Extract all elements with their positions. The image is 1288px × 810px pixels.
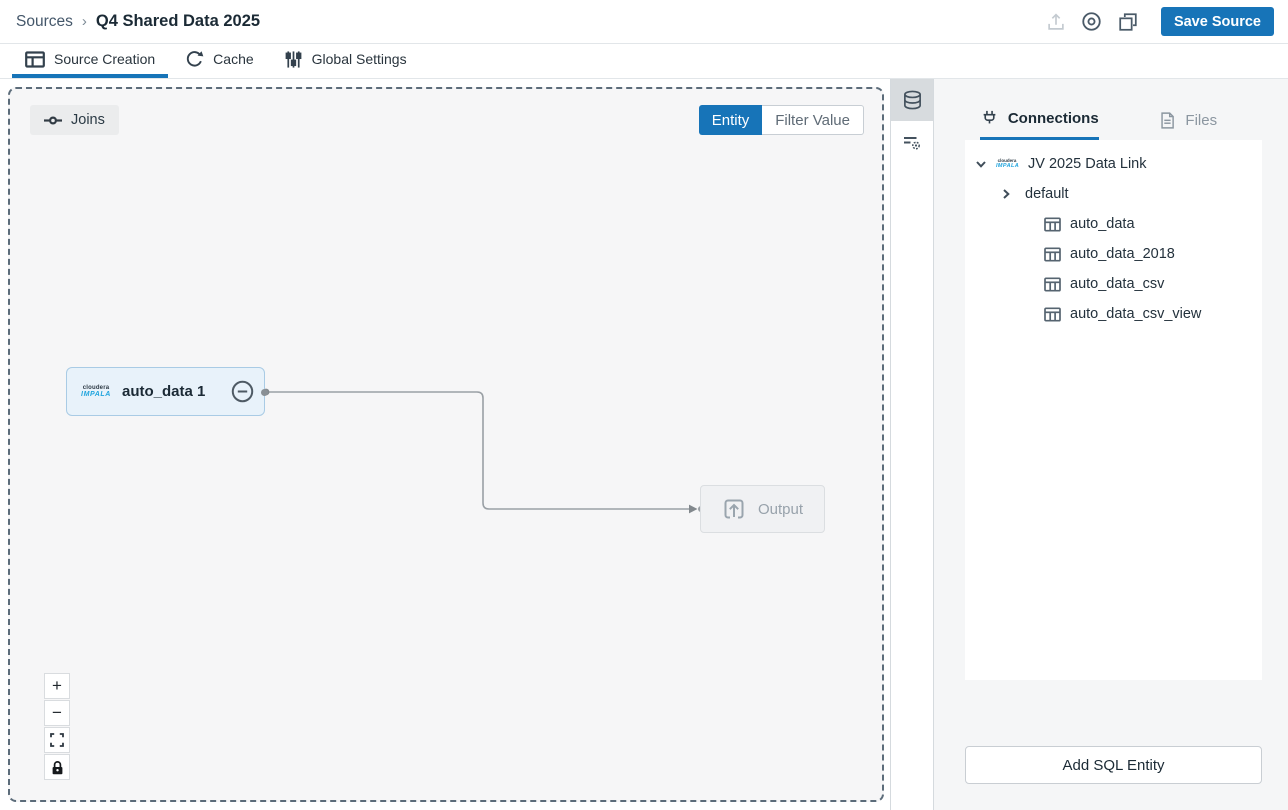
- main-area: Joins Entity Filter Value cloudera IMPAL…: [0, 79, 1288, 810]
- zoom-controls: + −: [44, 673, 70, 780]
- duplicate-icon[interactable]: [1115, 9, 1141, 35]
- add-sql-entity-button[interactable]: Add SQL Entity: [965, 746, 1262, 784]
- panel-tabs: Connections Files: [965, 109, 1262, 140]
- tab-global-settings[interactable]: Global Settings: [271, 44, 420, 78]
- fit-view-icon: [50, 733, 64, 747]
- tree-item-table[interactable]: auto_data_csv_view: [965, 299, 1262, 329]
- cloudera-impala-logo: cloudera IMPALA: [996, 158, 1020, 169]
- tree-item-table[interactable]: auto_data_csv: [965, 269, 1262, 299]
- tree-item-connection[interactable]: cloudera IMPALA JV 2025 Data Link: [965, 149, 1262, 179]
- output-port-dot[interactable]: [261, 389, 268, 396]
- plug-icon: [980, 109, 999, 128]
- entity-node-auto-data-1[interactable]: cloudera IMPALA auto_data 1: [66, 367, 268, 416]
- toggle-entity[interactable]: Entity: [698, 105, 763, 135]
- tab-label: Files: [1185, 111, 1218, 129]
- table-grid-icon: [1044, 216, 1061, 232]
- header: Sources › Q4 Shared Data 2025 Save Sourc…: [0, 0, 1288, 44]
- cloudera-impala-logo: cloudera IMPALA: [81, 385, 111, 398]
- database-label: default: [1025, 186, 1069, 202]
- tab-label: Source Creation: [54, 51, 156, 67]
- entity-node-label: auto_data 1: [122, 383, 206, 400]
- upload-icon[interactable]: [1043, 9, 1069, 35]
- file-icon: [1158, 111, 1176, 130]
- lock-button[interactable]: [44, 754, 70, 780]
- data-settings-toggle[interactable]: [891, 121, 933, 163]
- tree-item-table[interactable]: auto_data: [965, 209, 1262, 239]
- table-label: auto_data: [1070, 216, 1135, 232]
- table-label: auto_data_2018: [1070, 246, 1175, 262]
- join-icon: [44, 115, 62, 126]
- page-title: Q4 Shared Data 2025: [95, 12, 261, 30]
- chevron-down-icon[interactable]: [974, 157, 988, 171]
- output-node-label: Output: [757, 500, 804, 518]
- database-icon: [903, 90, 921, 109]
- tree-item-database[interactable]: default: [965, 179, 1262, 209]
- breadcrumb-separator: ›: [81, 13, 87, 30]
- lock-icon: [52, 760, 62, 774]
- table-label: auto_data_csv: [1070, 276, 1165, 292]
- tree-item-table[interactable]: auto_data_2018: [965, 239, 1262, 269]
- tab-cache[interactable]: Cache: [172, 44, 266, 78]
- zoom-in-button[interactable]: +: [44, 673, 70, 699]
- table-icon: [25, 50, 45, 68]
- data-panel-toggle[interactable]: [891, 79, 933, 121]
- refresh-icon: [185, 50, 204, 69]
- joins-button[interactable]: Joins: [30, 105, 119, 135]
- preview-icon[interactable]: [1079, 9, 1105, 35]
- tab-source-creation[interactable]: Source Creation: [12, 44, 169, 78]
- connection-label: JV 2025 Data Link: [1028, 156, 1147, 172]
- sliders-icon: [284, 50, 303, 69]
- tab-bar: Source Creation Cache Global Settings: [0, 44, 1288, 79]
- connections-panel: Connections Files: [934, 79, 1288, 810]
- toggle-filter-value[interactable]: Filter Value: [762, 105, 864, 135]
- tab-files[interactable]: Files: [1114, 109, 1263, 140]
- breadcrumb-sources[interactable]: Sources: [16, 12, 73, 30]
- table-grid-icon: [1044, 306, 1061, 322]
- table-label: auto_data_csv_view: [1070, 306, 1202, 322]
- side-icon-strip: [890, 79, 934, 810]
- tab-label: Cache: [213, 51, 254, 67]
- connector-wire: [262, 388, 704, 514]
- header-actions: Save Source: [1043, 7, 1274, 36]
- fit-view-button[interactable]: [44, 727, 70, 753]
- connections-tree: cloudera IMPALA JV 2025 Data Link defaul…: [965, 140, 1262, 680]
- minus-circle-icon[interactable]: [231, 380, 254, 403]
- output-icon: [722, 497, 746, 521]
- entity-filter-toggle: Entity Filter Value: [698, 105, 864, 135]
- table-grid-icon: [1044, 246, 1061, 262]
- output-node[interactable]: Output: [700, 485, 825, 533]
- panel-spacer: [965, 680, 1262, 746]
- save-source-button[interactable]: Save Source: [1160, 7, 1274, 36]
- tab-label: Connections: [1007, 110, 1099, 127]
- joins-label: Joins: [71, 112, 105, 128]
- chevron-right-icon[interactable]: [999, 187, 1013, 201]
- zoom-out-button[interactable]: −: [44, 700, 70, 726]
- source-canvas[interactable]: Joins Entity Filter Value cloudera IMPAL…: [8, 87, 884, 802]
- tab-connections[interactable]: Connections: [965, 109, 1114, 140]
- data-settings-icon: [904, 137, 920, 150]
- table-grid-icon: [1044, 276, 1061, 292]
- tab-label: Global Settings: [311, 51, 407, 67]
